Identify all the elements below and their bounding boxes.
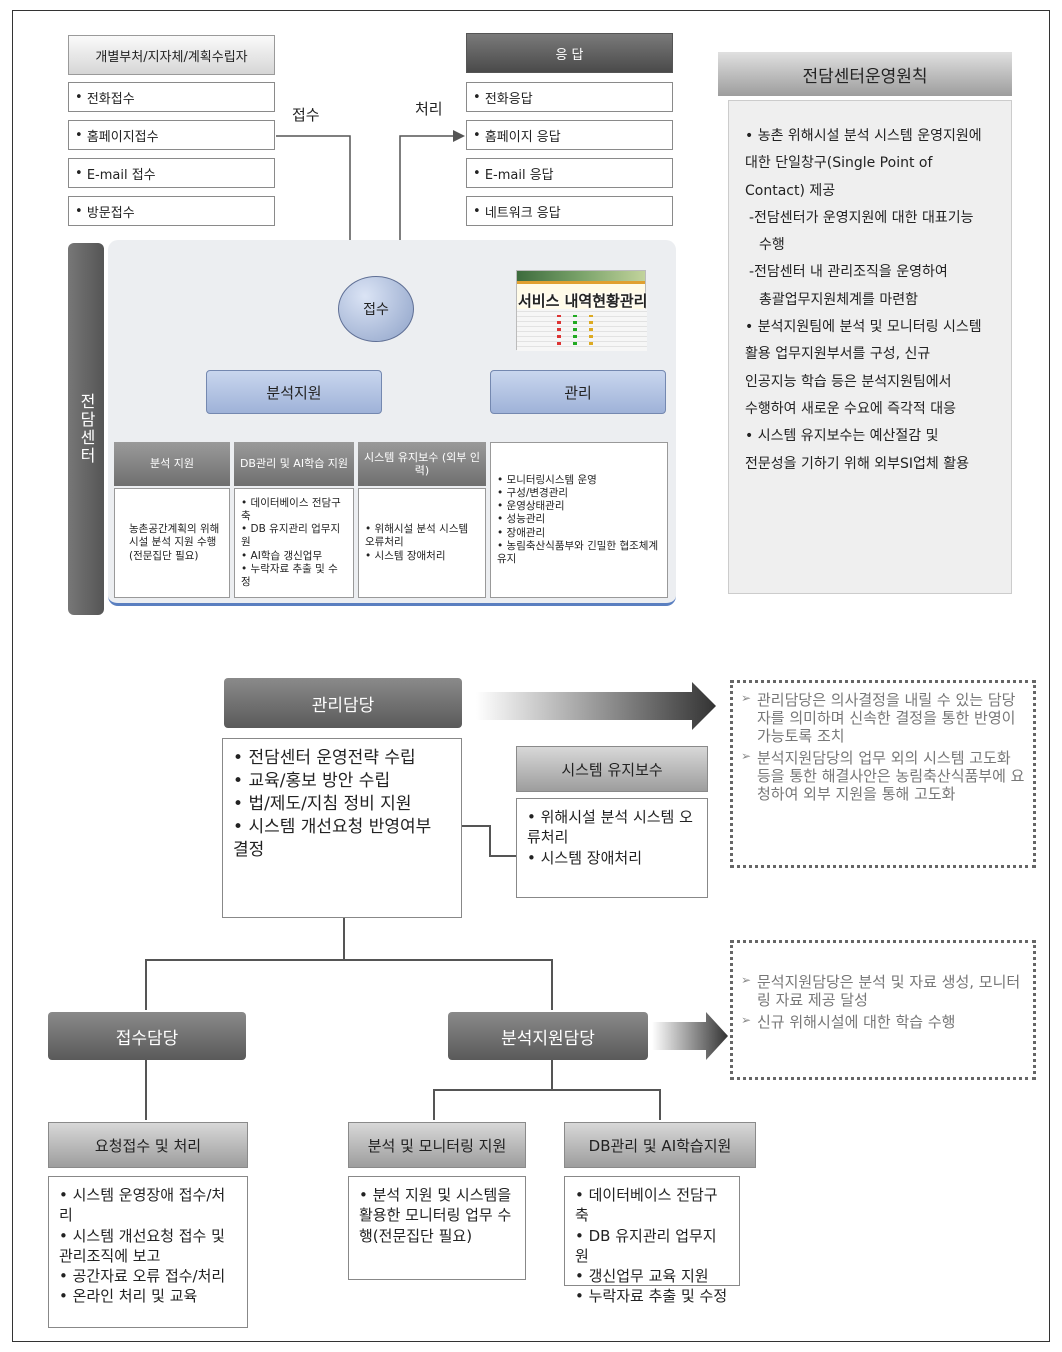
figure-frame: [12, 10, 1050, 1342]
org-branch: [145, 959, 553, 1010]
service-thumbnail: [516, 270, 647, 351]
analysis-big-arrow: [652, 1012, 728, 1060]
col-db-header: DB관리 및 AI학습 지원: [234, 442, 354, 486]
intake-arrow: [276, 135, 356, 281]
manager-duties: 전담센터 운영전략 수립교육/홍보 방안 수립 법/제도/지침 정비 지원시스템…: [222, 738, 462, 918]
response-item: • 전화응답: [466, 82, 673, 112]
monitoring-box: 분석 및 모니터링 지원: [348, 1122, 526, 1168]
manager-note: 관리담당은 의사결정을 내릴 수 있는 담당자를 의미하며 신속한 결정을 통한…: [730, 680, 1036, 868]
analysis-box: 분석지원: [206, 370, 382, 414]
db-ai-items: 데이터베이스 전담구축DB 유지관리 업무지원 갱신업무 교육 지원누락자료 추…: [564, 1176, 740, 1305]
intake-header: 개별부처/지자체/계획수립자: [68, 35, 275, 75]
intake-item: • 방문접수: [68, 196, 275, 226]
management-box: 관리: [490, 370, 666, 414]
reception-box: 접수담당: [48, 1012, 246, 1060]
db-ai-box: DB관리 및 AI학습지원: [564, 1122, 756, 1168]
request-box: 요청접수 및 처리: [48, 1122, 248, 1168]
response-header: 응 답: [466, 33, 673, 73]
intake-item: • 홈페이지접수: [68, 120, 275, 150]
maintenance-items: 위해시설 분석 시스템 오류처리시스템 장애처리: [516, 798, 708, 898]
intake-item: • 전화접수: [68, 82, 275, 112]
service-label: 서비스 내역현황관리: [518, 292, 648, 310]
maintenance-box: 시스템 유지보수: [516, 746, 708, 792]
maint-connector: [462, 825, 516, 857]
col-db-body: 데이터베이스 전담구축DB 유지관리 업무지원 AI학습 갱신업무누락자료 추출…: [234, 488, 354, 598]
response-arrow-label: 처리: [415, 100, 443, 118]
col-analysis-header: 분석 지원: [114, 442, 230, 486]
intake-item: • E-mail 접수: [68, 158, 275, 188]
intake-arrow-label: 접수: [292, 106, 320, 124]
response-item: • 홈페이지 응답: [466, 120, 673, 150]
hub-circle: 접수: [338, 276, 414, 342]
response-item: • 네트워크 응답: [466, 196, 673, 226]
col-maint-header: 시스템 유지보수 (외부 인력): [358, 442, 486, 486]
center-side-label: 전담센터: [68, 243, 104, 615]
monitoring-items: 분석 지원 및 시스템을 활용한 모니터링 업무 수행(전문집단 필요): [348, 1176, 526, 1280]
manager-big-arrow: [476, 682, 716, 730]
request-items: 시스템 운영장애 접수/처리시스템 개선요청 접수 및 관리조직에 보고 공간자…: [48, 1176, 248, 1328]
principles-body: 농촌 위해시설 분석 시스템 운영지원에 대한 단일창구(Single Poin…: [728, 100, 1012, 594]
analysis-team-box: 분석지원담당: [448, 1012, 648, 1060]
response-arrow: [399, 130, 465, 278]
col-analysis-body: 농촌공간계획의 위해시설 분석 지원 수행(전문집단 필요): [114, 488, 230, 598]
principles-title: 전담센터운영원칙: [718, 52, 1012, 96]
response-item: • E-mail 응답: [466, 158, 673, 188]
col-maint-body: 위해시설 분석 시스템 오류처리시스템 장애처리: [358, 488, 486, 598]
col-mgmt-body: 모니터링시스템 운영구성/변경관리 운영상태관리성능관리 장애관리농림축산식품부…: [490, 442, 668, 598]
analysis-note: 문석지원담당은 분석 및 자료 생성, 모니터링 자료 제공 달성 신규 위해시…: [730, 940, 1036, 1080]
manager-box: 관리담당: [224, 678, 462, 728]
